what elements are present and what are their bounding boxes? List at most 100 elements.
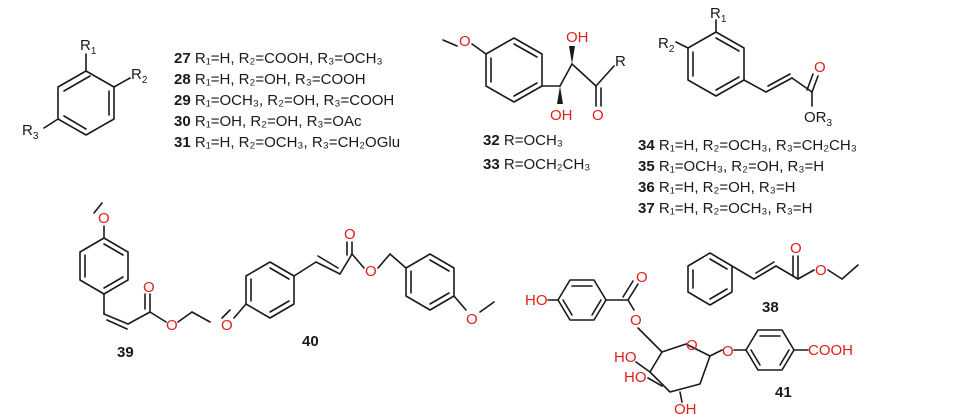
c-o-single [149, 311, 167, 323]
compound-27-31-legend: 27 R₁=H, R₂=COOH, R₃=OCH₃ 28 R₁=H, R₂=OH… [174, 50, 400, 151]
atom-o-carbonyl: O [143, 279, 155, 296]
alkene-double-bond [317, 255, 339, 269]
o-aryl-bond [233, 303, 247, 319]
benzene-ring [405, 253, 455, 311]
ch2-aryl-bond [389, 253, 407, 269]
c-c-bond [559, 63, 573, 87]
atom-r3: R3 [22, 122, 39, 142]
atom-r1: R1 [710, 5, 727, 25]
c-c-bond [743, 79, 767, 93]
aromatic-double-bond [103, 243, 124, 256]
ch2-c6-bond [649, 339, 663, 353]
c-o-double [627, 283, 639, 301]
c-c-bond [775, 265, 799, 280]
aromatic-double-bond [429, 292, 450, 305]
compound-34-37-legend: 34 R₁=H, R₂=OCH₃, R₃=CH₂CH₃ 35 R₁=OCH₃, … [638, 137, 857, 217]
legend-row: 31 R₁=H, R₂=OCH₃, R₃=CH₂OGlu [174, 134, 400, 151]
c-oh-bond [647, 377, 663, 387]
atom-o-methoxy: O [459, 33, 471, 50]
atom-ho: HO [614, 349, 637, 366]
aromatic-double-bond [591, 299, 602, 316]
compound-32-33-structure: O OH OH O R [442, 29, 626, 124]
legend-row: 32 R=OCH₃ [483, 132, 563, 149]
o-ch2-bond [377, 253, 391, 269]
aromatic-double-bond [513, 82, 538, 97]
compound-number-40: 40 [302, 333, 319, 350]
aromatic-double-bond [750, 349, 761, 366]
atom-oh: OH [674, 401, 697, 415]
methyl-bond [442, 39, 458, 47]
r3-bond [43, 118, 59, 129]
o-ethyl-bond [827, 269, 843, 280]
methyl-bond [221, 309, 231, 319]
compound-40-structure: O O O O 40 [221, 226, 495, 350]
atom-o-methoxy: O [221, 317, 233, 334]
atom-ho-phenol: HO [525, 292, 548, 309]
c-oh-bond [635, 361, 651, 373]
atom-o-carbonyl: O [344, 226, 356, 243]
aromatic-double-bond [562, 299, 573, 316]
methyl-bond [93, 202, 103, 214]
c-c-bond [791, 77, 813, 93]
atom-o-methoxy: O [466, 311, 478, 328]
aromatic-double-bond [709, 258, 728, 270]
alkene-bond [103, 313, 129, 325]
c-c-bond [293, 261, 317, 277]
alkene-bond [315, 261, 341, 275]
atom-o-ring: O [686, 337, 698, 354]
atom-r2: R2 [131, 66, 148, 86]
o-ch2-bond [637, 327, 651, 341]
c-o-double [806, 73, 814, 91]
compound-32-33-legend: 32 R=OCH₃ 33 R=OCH₂CH₃ [483, 132, 590, 173]
atom-o-ester: O [630, 312, 642, 329]
aromatic-double-bond [103, 276, 124, 289]
aromatic-double-bond [715, 76, 740, 91]
atom-or3: OR3 [804, 109, 833, 129]
r2-bond [113, 77, 131, 88]
legend-row: 28 R₁=H, R₂=OH, R₃=COOH [174, 71, 366, 88]
atom-oh: OH [566, 29, 589, 46]
legend-row: 30 R₁=OH, R₂=OH, R₃=OAc [174, 113, 362, 130]
compound-41-structure: HO O O O O HO HO OH COOH 41 [525, 269, 853, 415]
atom-r: R [615, 53, 626, 70]
benzene-ring [687, 252, 733, 306]
aryl-o-bond [453, 295, 467, 311]
alkene-bond [753, 265, 777, 280]
r2-bond [675, 41, 689, 49]
o-aryl-bond [471, 43, 487, 55]
c-o-single [797, 269, 815, 280]
benzene-ring [687, 31, 745, 97]
aromatic-double-bond [63, 115, 87, 130]
atom-o-ester: O [166, 317, 178, 334]
benzene-ring [79, 237, 129, 295]
c-c-bond [571, 63, 597, 87]
aromatic-double-bond [779, 349, 790, 366]
compound-38-structure: O O 38 [687, 240, 859, 316]
aromatic-double-bond [513, 43, 538, 58]
atom-r2: R2 [658, 35, 675, 55]
ethyl-bond [841, 264, 859, 280]
atom-o-methoxy: O [98, 210, 110, 227]
legend-row: 36 R₁=H, R₂=OH, R₃=H [638, 179, 795, 196]
c-r-bond [595, 65, 615, 87]
benzene-ring [245, 261, 295, 319]
atom-o-carbonyl: O [636, 269, 648, 286]
benzene-ring [485, 37, 543, 103]
wedge-bond [569, 46, 575, 64]
atom-ho: HO [624, 369, 647, 386]
compound-number-38: 38 [762, 299, 779, 316]
o-ethyl-bond [177, 311, 193, 323]
legend-row: 37 R₁=H, R₂=OCH₃, R₃=H [638, 200, 812, 217]
legend-row: 27 R₁=H, R₂=COOH, R₃=OCH₃ [174, 50, 383, 67]
c-o-double [622, 280, 634, 298]
c-c-bond [127, 311, 151, 325]
legend-row: 34 R₁=H, R₂=OCH₃, R₃=CH₂CH₃ [638, 137, 857, 154]
legend-row: 33 R=OCH₂CH₃ [483, 156, 590, 173]
legend-row: 29 R₁=OCH₃, R₂=OH, R₃=COOH [174, 92, 394, 109]
benzene-ring [57, 70, 115, 136]
c-o-single [351, 253, 365, 269]
c1-o-bond [709, 349, 723, 357]
aromatic-double-bond [269, 300, 290, 313]
c-o-single [627, 299, 635, 311]
